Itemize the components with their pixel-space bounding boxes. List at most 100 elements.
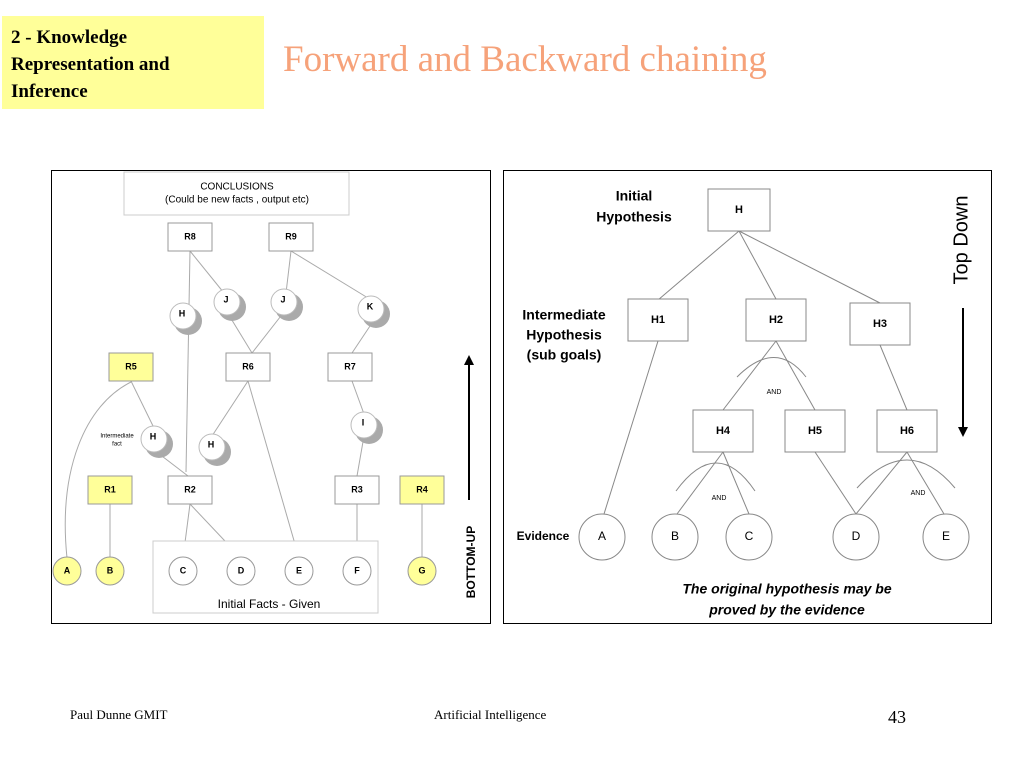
evidence-d-label: D — [852, 529, 861, 543]
section-tag: 2 - Knowledge Representation and Inferen… — [2, 16, 264, 109]
hypothesis-h-box — [707, 188, 771, 232]
link-h1-a — [603, 340, 659, 515]
intermediate-fact-label-2: fact — [112, 442, 122, 448]
rule-r3-label: R3 — [351, 484, 363, 494]
hypothesis-h3-box — [849, 302, 911, 346]
rule-r8-label: R8 — [184, 231, 196, 241]
link-h2-h5 — [775, 340, 816, 411]
slide-title: Forward and Backward chaining — [283, 39, 767, 80]
node-k-label: K — [367, 301, 374, 311]
node-j_b-circle — [270, 288, 298, 316]
hypothesis-h5-label: H5 — [808, 425, 822, 437]
node-k-circle — [357, 295, 385, 323]
evidence-label: Evidence — [517, 529, 570, 543]
link-h3-h6 — [879, 344, 908, 411]
evidence-e-label: E — [942, 529, 950, 543]
section-tag-line-2: Representation and — [11, 54, 170, 75]
hypothesis-h5-box — [784, 409, 846, 453]
rule-r7-box — [327, 352, 373, 382]
link-r9-j — [285, 250, 292, 294]
section-tag-line-1: 2 - Knowledge — [11, 27, 128, 48]
rule-r5-label: R5 — [125, 361, 137, 371]
bottom-up-panel — [51, 170, 491, 624]
and-arc-h2 — [736, 357, 807, 378]
link-h6-d — [855, 451, 908, 515]
caption-line-1: The original hypothesis may be — [682, 581, 891, 597]
evidence-b-circle — [651, 513, 699, 561]
node-j_a-label: J — [223, 294, 228, 304]
rule-r7-label: R7 — [344, 361, 356, 371]
fact-c-circle — [168, 556, 198, 586]
evidence-c-label: C — [745, 529, 754, 543]
link-h5-d — [814, 451, 857, 515]
rule-r6-box — [225, 352, 271, 382]
fact-d-circle — [226, 556, 256, 586]
fact-d-label: D — [238, 565, 245, 575]
fact-a-label: A — [64, 565, 71, 575]
fact-f-label: F — [354, 565, 360, 575]
rule-r2-label: R2 — [184, 484, 196, 494]
fact-e-circle — [284, 556, 314, 586]
node-i-label: I — [362, 417, 365, 427]
intermediate-hypothesis-label-1: Intermediate — [522, 307, 605, 323]
rule-r8-box — [167, 222, 213, 252]
link-j-r6 — [251, 311, 285, 354]
top-down-label: Top Down — [950, 196, 972, 285]
initial-hypothesis-label-1: Initial — [616, 188, 653, 204]
rule-r3-box — [334, 475, 380, 505]
initial-facts-label: Initial Facts - Given — [218, 597, 321, 611]
link-h4-c — [722, 451, 750, 515]
link-r8-r2 — [185, 250, 191, 473]
evidence-e-circle — [922, 513, 970, 561]
fact-b-label: B — [107, 565, 114, 575]
hypothesis-h1-label: H1 — [651, 314, 665, 326]
footer-author: Paul Dunne GMIT — [70, 707, 168, 722]
node-i-circle — [350, 411, 378, 439]
rule-r4-label: R4 — [416, 484, 428, 494]
link-a-r5 — [64, 381, 132, 559]
link-h4-b — [676, 451, 724, 515]
hypothesis-h2-box — [745, 298, 807, 342]
evidence-a-circle — [578, 513, 626, 561]
rule-r9-label: R9 — [285, 231, 297, 241]
bottom-up-label: BOTTOM-UP — [464, 526, 478, 598]
hypothesis-h4-box — [692, 409, 754, 453]
footer-course: Artificial Intelligence — [434, 707, 547, 722]
and-label-h6: AND — [911, 490, 926, 497]
link-h-h1 — [657, 230, 740, 301]
rule-r1-label: R1 — [104, 484, 116, 494]
conclusions-box — [123, 171, 350, 216]
caption-line-2: proved by the evidence — [708, 602, 865, 618]
page-number: 43 — [888, 707, 906, 727]
hypothesis-h3-label: H3 — [873, 318, 887, 330]
initial-hypothesis-label-2: Hypothesis — [596, 209, 672, 225]
rule-r1-box — [87, 475, 133, 505]
and-label-h2: AND — [767, 389, 782, 396]
conclusions-subtitle: (Could be new facts , output etc) — [165, 195, 309, 206]
fact-g-label: G — [418, 565, 425, 575]
fact-a-circle — [52, 556, 82, 586]
hypothesis-h2-label: H2 — [769, 314, 783, 326]
conclusions-title: CONCLUSIONS — [200, 182, 274, 193]
node-h_a-circle — [169, 302, 197, 330]
node-h_b-label: H — [150, 431, 157, 441]
fact-f-circle — [342, 556, 372, 586]
link-i-r3 — [356, 435, 365, 477]
intermediate-fact-label-1: Intermediate — [100, 434, 134, 440]
evidence-d-circle — [832, 513, 880, 561]
hypothesis-h6-label: H6 — [900, 425, 914, 437]
and-label-h4: AND — [712, 495, 727, 502]
rule-r6-label: R6 — [242, 361, 254, 371]
fact-e-label: E — [296, 565, 302, 575]
link-r6-e — [247, 380, 300, 559]
node-h_b-circle — [140, 425, 168, 453]
node-h_a-label: H — [179, 308, 186, 318]
link-r7-i — [351, 380, 365, 415]
top-down-panel — [503, 170, 992, 624]
hypothesis-h1-box — [627, 298, 689, 342]
fact-g-circle — [407, 556, 437, 586]
link-r8-j — [189, 250, 225, 294]
hypothesis-h6-box — [876, 409, 938, 453]
rule-r2-box — [167, 475, 213, 505]
